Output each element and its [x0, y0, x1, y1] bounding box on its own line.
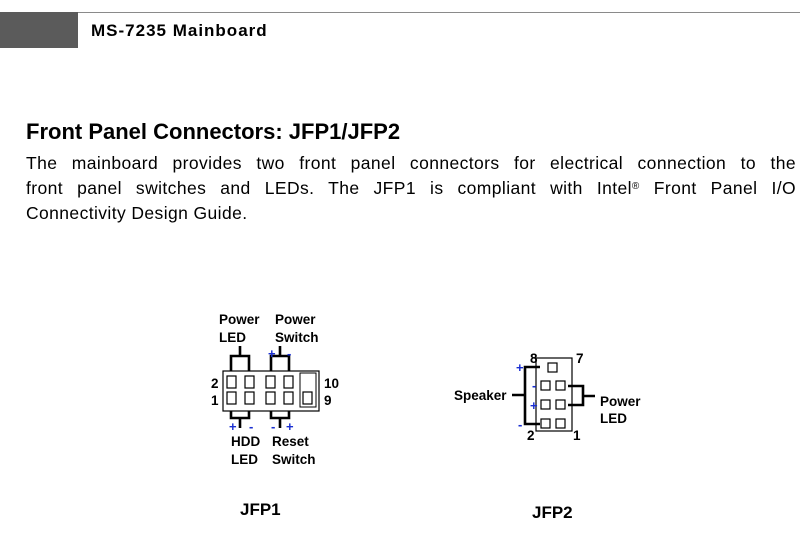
jfp2-speaker-plus: +: [516, 360, 524, 375]
jfp2-led-plus: +: [530, 398, 538, 413]
intro-line-1: The mainboard provides two front panel c…: [26, 153, 796, 173]
jfp1-caption: JFP1: [240, 500, 281, 519]
jfp1-power-switch-minus: -: [287, 346, 291, 361]
jfp2-power-led-label-2: LED: [600, 411, 627, 426]
jfp2-speaker-bracket: [512, 365, 540, 426]
jfp2-diagram: 8 7 2 1 + - - + Speaker Power LED: [454, 351, 641, 443]
page-header-title: MS-7235 Mainboard: [91, 21, 268, 40]
intro-line-2: front panel switches and LEDs. The JFP1 …: [26, 176, 796, 201]
jfp1-pin-1: 1: [211, 393, 219, 408]
jfp1-hdd-led-label-2: LED: [231, 452, 258, 467]
jfp1-power-switch-plus: +: [268, 346, 276, 361]
jfp2-pin-2: 2: [527, 428, 535, 443]
section-title: Front Panel Connectors: JFP1/JFP2: [26, 119, 401, 144]
jfp2-speaker-minus: -: [518, 417, 522, 432]
jfp1-pins: [226, 375, 313, 405]
jfp2-pin-7: 7: [576, 351, 584, 366]
jfp1-reset-switch-label-1: Reset: [272, 434, 309, 449]
header-color-block: [0, 12, 78, 48]
jfp2-power-led-label-1: Power: [600, 394, 641, 409]
jfp2-led-minus: -: [532, 378, 536, 393]
jfp1-reset-switch-label-2: Switch: [272, 452, 316, 467]
jfp1-key-pin: [299, 372, 317, 408]
jfp2-header-outline: [535, 357, 573, 432]
registered-mark: ®: [631, 181, 640, 192]
jfp1-power-led-label-1: Power: [219, 312, 260, 327]
jfp1-pin-2: 2: [211, 376, 219, 391]
jfp1-reset-plus: +: [286, 419, 294, 434]
jfp1-pin-10: 10: [324, 376, 339, 391]
jfp2-power-led-bracket: [568, 384, 595, 407]
jfp1-diagram: Power LED Power Switch 2 1 10 9: [211, 312, 339, 467]
intro-line-2-tail: Front Panel I/O: [639, 178, 796, 198]
jfp1-reset-minus: -: [271, 419, 275, 434]
header-rule: [78, 12, 800, 13]
jfp2-caption: JFP2: [532, 503, 573, 522]
jfp1-power-led-label-2: LED: [219, 330, 246, 345]
jfp2-pin-8: 8: [530, 351, 538, 366]
intro-line-2-text: front panel switches and LEDs. The JFP1 …: [26, 178, 632, 198]
jfp1-power-switch-label-1: Power: [275, 312, 316, 327]
jfp2-pin-1: 1: [573, 428, 581, 443]
jfp2-speaker-label: Speaker: [454, 388, 507, 403]
jfp1-power-switch-label-2: Switch: [275, 330, 319, 345]
jfp1-pin-9: 9: [324, 393, 332, 408]
jfp1-hdd-led-label-1: HDD: [231, 434, 260, 449]
jfp1-hdd-plus: +: [229, 419, 237, 434]
intro-paragraph: The mainboard provides two front panel c…: [26, 151, 796, 226]
jfp2-pins: [540, 362, 566, 429]
jfp1-hdd-minus: -: [249, 419, 253, 434]
jfp1-brackets: [229, 346, 291, 428]
intro-line-3: Connectivity Design Guide.: [26, 203, 248, 223]
